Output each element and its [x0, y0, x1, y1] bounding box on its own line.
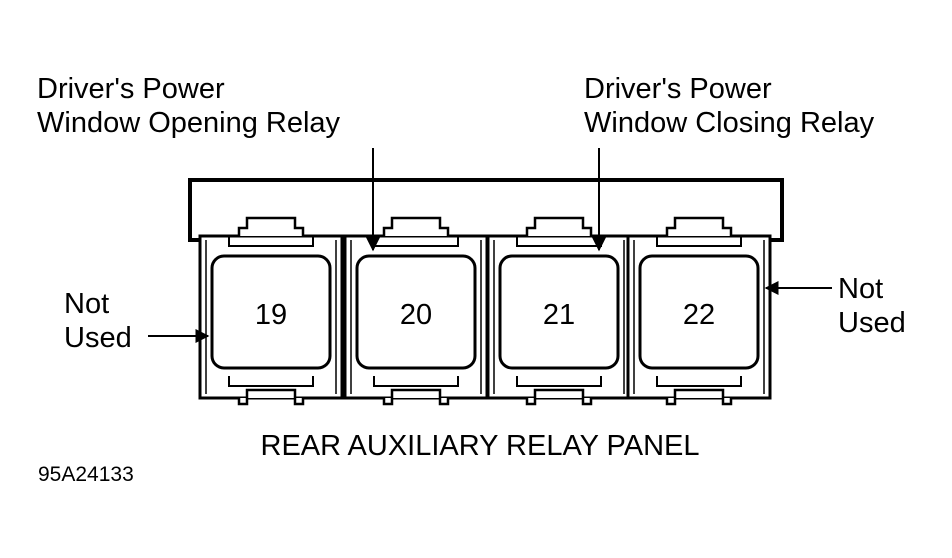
figure-id: 95A24133 — [38, 463, 134, 486]
relay-top-clip — [237, 216, 305, 236]
relay-top-clip — [665, 216, 733, 236]
relay-bottom-clip — [382, 388, 450, 406]
opening-relay-label-line1: Driver's Power — [37, 73, 225, 105]
relay-face — [498, 254, 620, 370]
opening-relay-label-line2: Window Opening Relay — [37, 107, 341, 139]
relay-number-22: 22 — [683, 299, 715, 331]
opening-relay-label: Driver's Power Window Opening Relay — [37, 72, 340, 140]
relay-bottom-clip — [525, 388, 593, 406]
relay-19: 19 — [198, 216, 344, 406]
relay-top-tab — [228, 236, 314, 247]
not-used-left-label: Not Used — [64, 287, 132, 355]
relay-20: 20 — [343, 216, 489, 406]
closing-relay-label-line2: Window Closing Relay — [584, 107, 875, 139]
relay-face — [638, 254, 760, 370]
relay-face — [355, 254, 477, 370]
relay-22: 22 — [626, 216, 772, 406]
relay-number-20: 20 — [400, 299, 432, 331]
relay-bottom-tab — [373, 376, 459, 387]
relay-21: 21 — [486, 216, 632, 406]
relay-bottom-clip — [237, 388, 305, 406]
relay-bottom-tab — [656, 376, 742, 387]
relay-bottom-tab — [228, 376, 314, 387]
closing-relay-label-line1: Driver's Power — [584, 73, 772, 105]
relay-top-clip — [382, 216, 450, 236]
relay-number-21: 21 — [543, 299, 575, 331]
not-used-right-line2: Used — [838, 307, 906, 339]
relay-top-tab — [656, 236, 742, 247]
not-used-right-label: Not Used — [838, 272, 906, 340]
relay-face — [210, 254, 332, 370]
not-used-left-line1: Not — [64, 288, 110, 320]
relay-bottom-tab — [516, 376, 602, 387]
panel-title: REAR AUXILIARY RELAY PANEL — [261, 430, 700, 462]
not-used-left-line2: Used — [64, 322, 132, 354]
relay-bottom-clip — [665, 388, 733, 406]
not-used-right-line1: Not — [838, 273, 884, 305]
relay-number-19: 19 — [255, 299, 287, 331]
relay-top-clip — [525, 216, 593, 236]
closing-relay-label: Driver's Power Window Closing Relay — [584, 72, 874, 140]
